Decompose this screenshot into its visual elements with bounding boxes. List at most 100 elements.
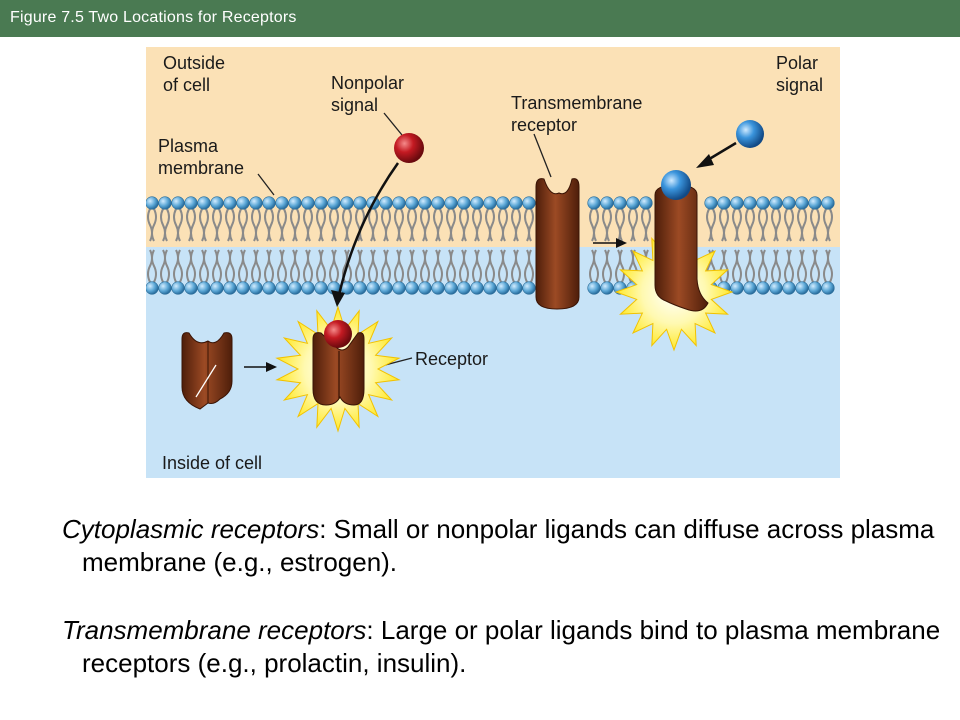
lipid-head [340,196,354,210]
lipid-head [613,196,627,210]
caption-term-cytoplasmic: Cytoplasmic receptors [62,514,320,544]
lipid-head [197,196,211,210]
lipid-head [600,281,614,295]
lipid-head [301,196,315,210]
lipid-head [444,281,458,295]
lipid-head [158,196,172,210]
lipid-head [795,281,809,295]
lipid-head [717,196,731,210]
lipid-head [223,196,237,210]
lipid-head [366,281,380,295]
lipid-head [314,281,328,295]
lipid-head [756,281,770,295]
transmembrane-receptor-inactive [535,178,580,310]
label-polar-signal: Polar signal [776,53,824,95]
label-nonpolar-signal: Nonpolar signal [331,73,405,115]
lipid-head [743,281,757,295]
lipid-head [379,196,393,210]
label-transmembrane-receptor: Transmembrane receptor [511,93,643,135]
lipid-head [782,281,796,295]
lipid-head [146,281,159,295]
lipid-head [808,281,822,295]
lipid-head [431,196,445,210]
lipid-head [769,196,783,210]
label-plasma-membrane: Plasma membrane [158,136,245,178]
diagram-canvas [146,47,840,478]
lipid-head [275,196,289,210]
lipid-head [418,196,432,210]
lipid-head [587,281,601,295]
lipid-head [782,196,796,210]
lipid-head [249,196,263,210]
lipid-head [795,196,809,210]
lipid-head [405,196,419,210]
receptor-diagram: Outside of cell Plasma membrane Nonpolar… [146,47,840,478]
lipid-head [353,281,367,295]
lipid-head [314,196,328,210]
lipid-head [236,196,250,210]
caption-text-transmembrane: : Large or polar ligands bind to plasma … [82,615,941,678]
lipid-head [184,196,198,210]
lipid-head [821,281,835,295]
lipid-head [431,281,445,295]
lipid-head [743,196,757,210]
title-bar: Figure 7.5 Two Locations for Receptors [0,0,960,37]
lipid-head [275,281,289,295]
activation-arrow-membrane [593,238,627,248]
lipid-head [522,281,536,295]
lipid-head [223,281,237,295]
lipid-head [262,281,276,295]
lipid-head [158,281,172,295]
lipid-head [756,196,770,210]
lipid-head [236,281,250,295]
lipid-head [769,281,783,295]
polar-signal-arrow [696,141,737,168]
lipid-head [496,196,510,210]
lipid-head [600,196,614,210]
label-inside-of-cell: Inside of cell [162,453,263,473]
lipid-head [808,196,822,210]
lipid-head [509,196,523,210]
lipid-head [626,196,640,210]
lipid-head [730,281,744,295]
caption-transmembrane: Transmembrane receptors: Large or polar … [62,614,942,680]
lipid-head [249,281,263,295]
lipid-head [392,196,406,210]
lipid-head [509,281,523,295]
lipid-head [327,196,341,210]
caption-text-cytoplasmic: : Small or nonpolar ligands can diffuse … [82,514,935,577]
polar-signal-icon [736,120,764,148]
lipid-head [730,196,744,210]
lipid-head [146,196,159,210]
slide-title: Figure 7.5 Two Locations for Receptors [10,9,297,26]
lipid-head [288,281,302,295]
lipid-head [353,196,367,210]
activation-arrow-cytoplasm [244,362,277,372]
lipid-head [171,281,185,295]
lipid-head [184,281,198,295]
polar-signal-bound-icon [661,170,691,200]
lipid-head [704,196,718,210]
lipid-head [470,281,484,295]
lipid-head [197,281,211,295]
label-receptor: Receptor [415,349,489,369]
lipid-head [457,281,471,295]
lipid-head [444,196,458,210]
plasma-membrane-bilayer [146,196,835,295]
lipid-head [821,196,835,210]
nonpolar-signal-arrow [331,162,400,307]
lipid-head [522,196,536,210]
lipid-head [639,196,653,210]
lipid-head [587,196,601,210]
lipid-head [210,281,224,295]
lipid-head [301,281,315,295]
lipid-head [483,281,497,295]
lipid-head [405,281,419,295]
caption-term-transmembrane: Transmembrane receptors [62,615,367,645]
cytoplasmic-receptor-inactive [181,332,233,410]
lipid-head [392,281,406,295]
lipid-head [210,196,224,210]
lipid-head [171,196,185,210]
lipid-head [496,281,510,295]
lipid-head [457,196,471,210]
